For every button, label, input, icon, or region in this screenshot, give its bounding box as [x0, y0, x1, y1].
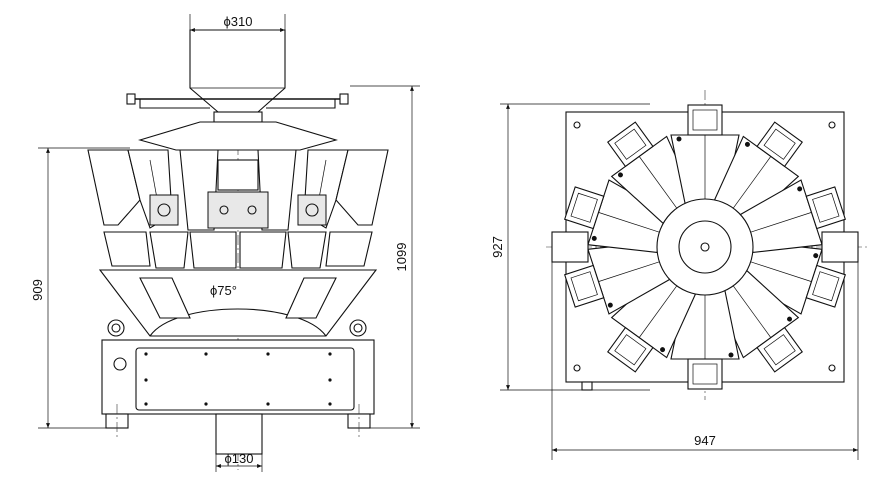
dim-plan-width: 947 [551, 262, 859, 460]
plan-view: 927 947 [490, 90, 868, 460]
radial-bucket [607, 121, 697, 224]
dim-base-height: 909 [30, 147, 130, 429]
radial-bucket [713, 270, 803, 373]
front-view: ϕ310 [30, 14, 420, 472]
plan-frame-bolts [573, 121, 836, 372]
outlet-diameter-label: ϕ130 [225, 451, 254, 466]
support-bar [126, 93, 349, 109]
side-bracket-left [551, 231, 589, 263]
hopper-diameter-label: ϕ310 [224, 14, 253, 29]
central-hub [656, 198, 754, 296]
radial-bucket [607, 270, 697, 373]
base-frame [101, 339, 375, 438]
plan-width-label: 947 [694, 433, 716, 448]
lifting-eyes [107, 319, 367, 337]
discharge-angle-label: ϕ75° [210, 283, 237, 298]
dim-hopper-diameter: ϕ310 [189, 14, 286, 32]
plan-foot [581, 381, 593, 391]
outlet-chute: ϕ130 [215, 413, 263, 472]
radial-bucket [740, 240, 846, 315]
top-cone [138, 121, 338, 151]
drive-mechanism [149, 191, 327, 229]
weigh-buckets-lower [103, 231, 373, 269]
total-height-label: 1099 [394, 243, 409, 272]
radial-buckets [564, 104, 846, 390]
base-height-label: 909 [30, 279, 45, 301]
collecting-chute: ϕ75° [98, 269, 378, 337]
dim-plan-depth: 927 [490, 103, 650, 391]
plan-depth-label: 927 [490, 236, 505, 258]
side-bracket-right [821, 231, 859, 263]
radial-bucket [564, 179, 670, 254]
dim-total-height: 1099 [350, 85, 420, 429]
